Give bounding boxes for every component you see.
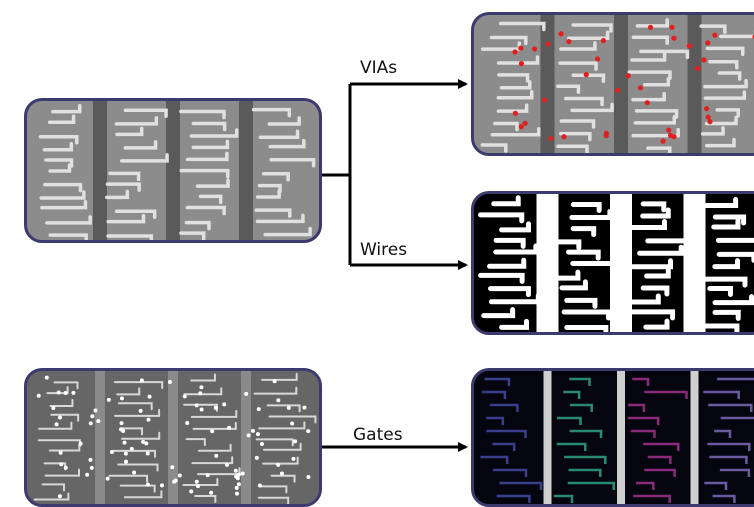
wires-label: Wires (360, 240, 407, 260)
gates-label: Gates (353, 425, 403, 445)
vias-label: VIAs (360, 58, 397, 78)
input-gates-image (24, 368, 322, 507)
input-metal-image (24, 98, 322, 243)
vias-output-image (471, 12, 754, 156)
wires-output-image (471, 191, 754, 335)
gates-output-image (471, 368, 754, 507)
